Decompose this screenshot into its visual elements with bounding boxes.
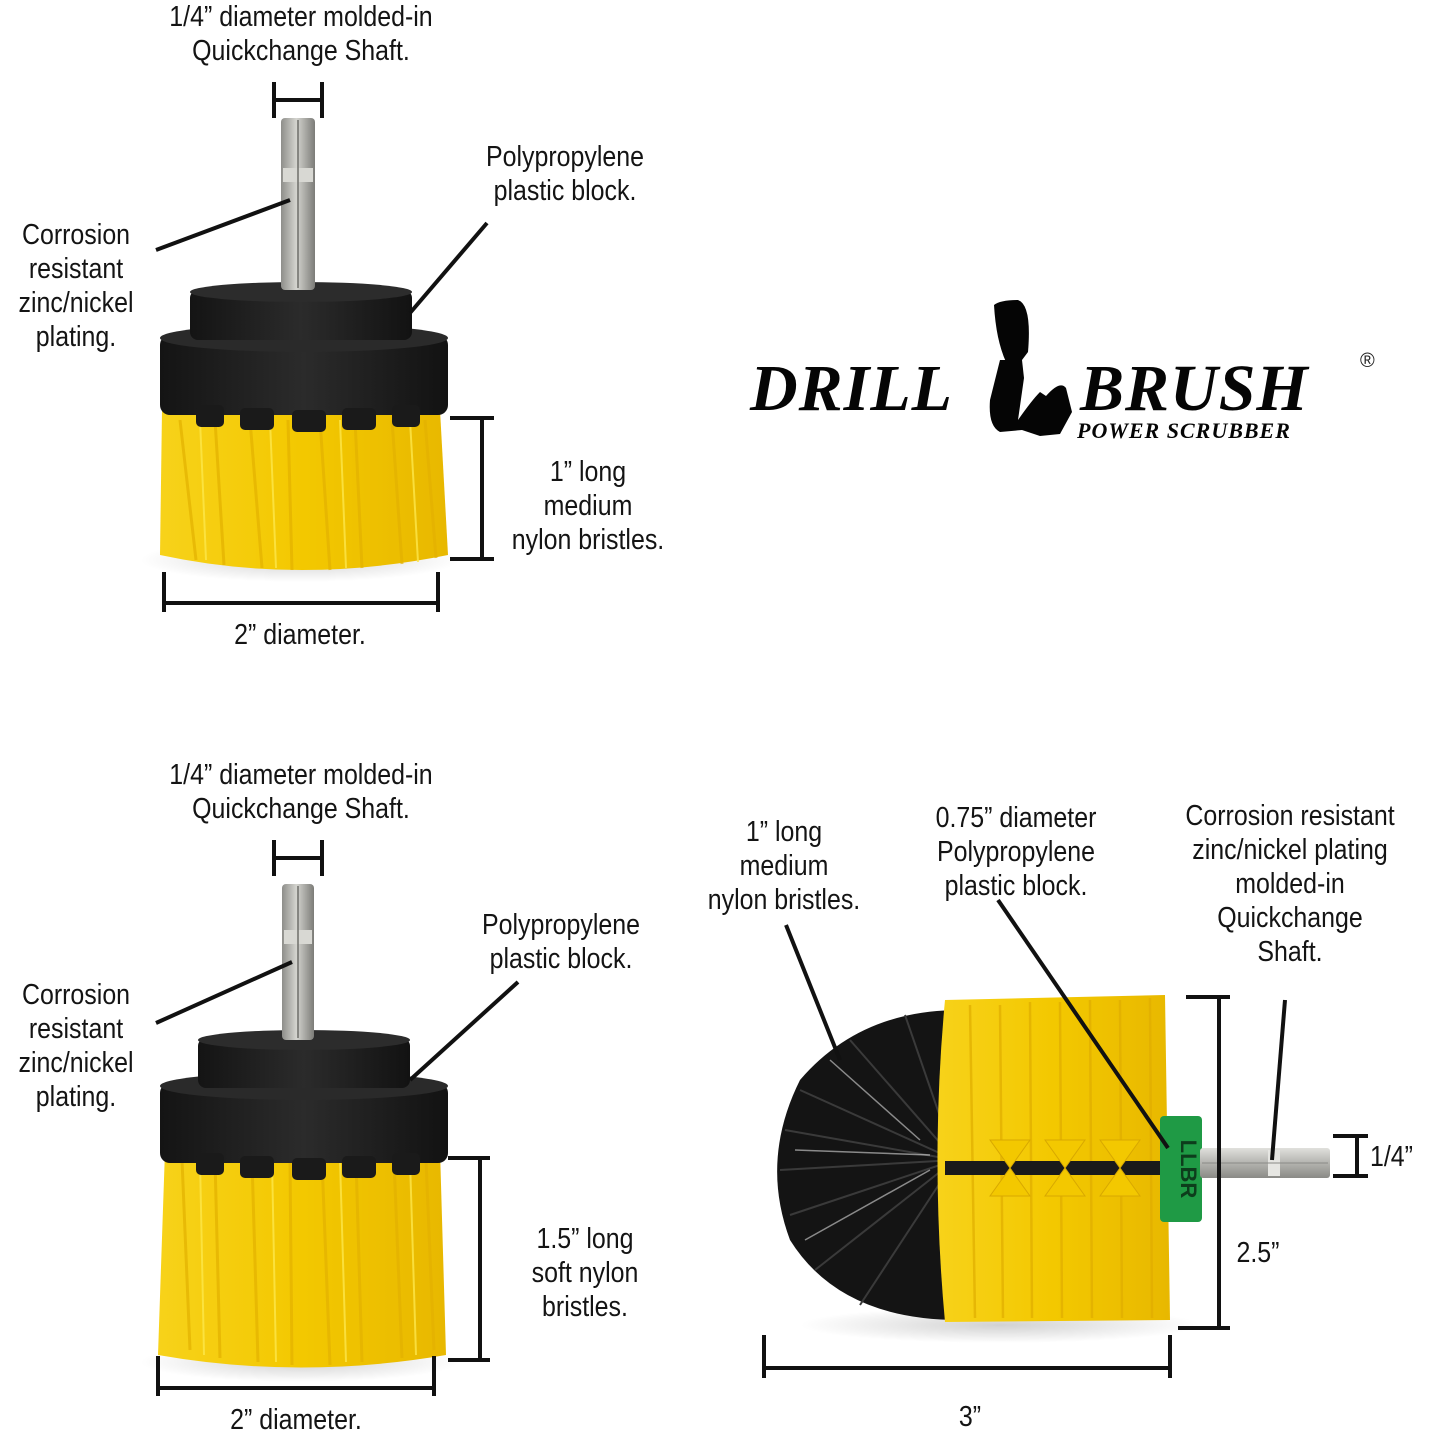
yellow-bristles bbox=[158, 1150, 446, 1368]
yellow-bristles bbox=[160, 410, 448, 571]
diameter-label: 2” diameter. bbox=[230, 1404, 362, 1436]
height-dim-label: 2.5” bbox=[1236, 1237, 1280, 1269]
round-brush-graphic: LLBR bbox=[777, 995, 1330, 1343]
diameter-label: 2” diameter. bbox=[234, 619, 366, 651]
block-label: Polypropylene plastic block. bbox=[485, 141, 645, 207]
black-dome-bristles bbox=[777, 1010, 960, 1320]
flat-brush-medium-graphic bbox=[140, 118, 460, 582]
shaft-label: Corrosion resistant zinc/nickel plating … bbox=[1185, 800, 1395, 968]
plating-label: Corrosion resistant zinc/nickel plating. bbox=[18, 979, 134, 1113]
shaft-label: 1/4” diameter molded-in Quickchange Shaf… bbox=[169, 1, 433, 67]
bristle-label: 1.5” long soft nylon bristles. bbox=[531, 1223, 639, 1323]
block-label: Polypropylene plastic block. bbox=[481, 909, 641, 975]
dimension-lines bbox=[155, 82, 1368, 1396]
bristle-label: 1” long medium nylon bristles. bbox=[511, 456, 665, 556]
plastic-block bbox=[160, 282, 448, 432]
plastic-block bbox=[160, 1030, 448, 1180]
logo-word-brush: BRUSH bbox=[1080, 352, 1309, 425]
logo-tagline: POWER SCRUBBER bbox=[1077, 418, 1291, 443]
flat-brush-soft-graphic bbox=[140, 884, 460, 1382]
yellow-cylinder-bristles bbox=[937, 995, 1170, 1322]
green-collar: LLBR bbox=[1160, 1116, 1202, 1222]
hex-shaft bbox=[282, 884, 314, 1040]
bristle-label: 1” long medium nylon bristles. bbox=[707, 816, 861, 916]
svg-text:LLBR: LLBR bbox=[1176, 1140, 1201, 1199]
block-label: 0.75” diameter Polypropylene plastic blo… bbox=[935, 802, 1097, 902]
length-dim-label: 3” bbox=[958, 1401, 982, 1433]
logo-word-drill: DRILL bbox=[750, 352, 953, 425]
plating-label: Corrosion resistant zinc/nickel plating. bbox=[18, 219, 134, 353]
hex-shaft bbox=[281, 118, 315, 290]
registered-mark: ® bbox=[1360, 350, 1375, 372]
shaft-label: 1/4” diameter molded-in Quickchange Shaf… bbox=[169, 759, 433, 825]
drill-silhouette-icon bbox=[989, 300, 1072, 436]
shaft-dim-label: 1/4” bbox=[1370, 1141, 1413, 1173]
